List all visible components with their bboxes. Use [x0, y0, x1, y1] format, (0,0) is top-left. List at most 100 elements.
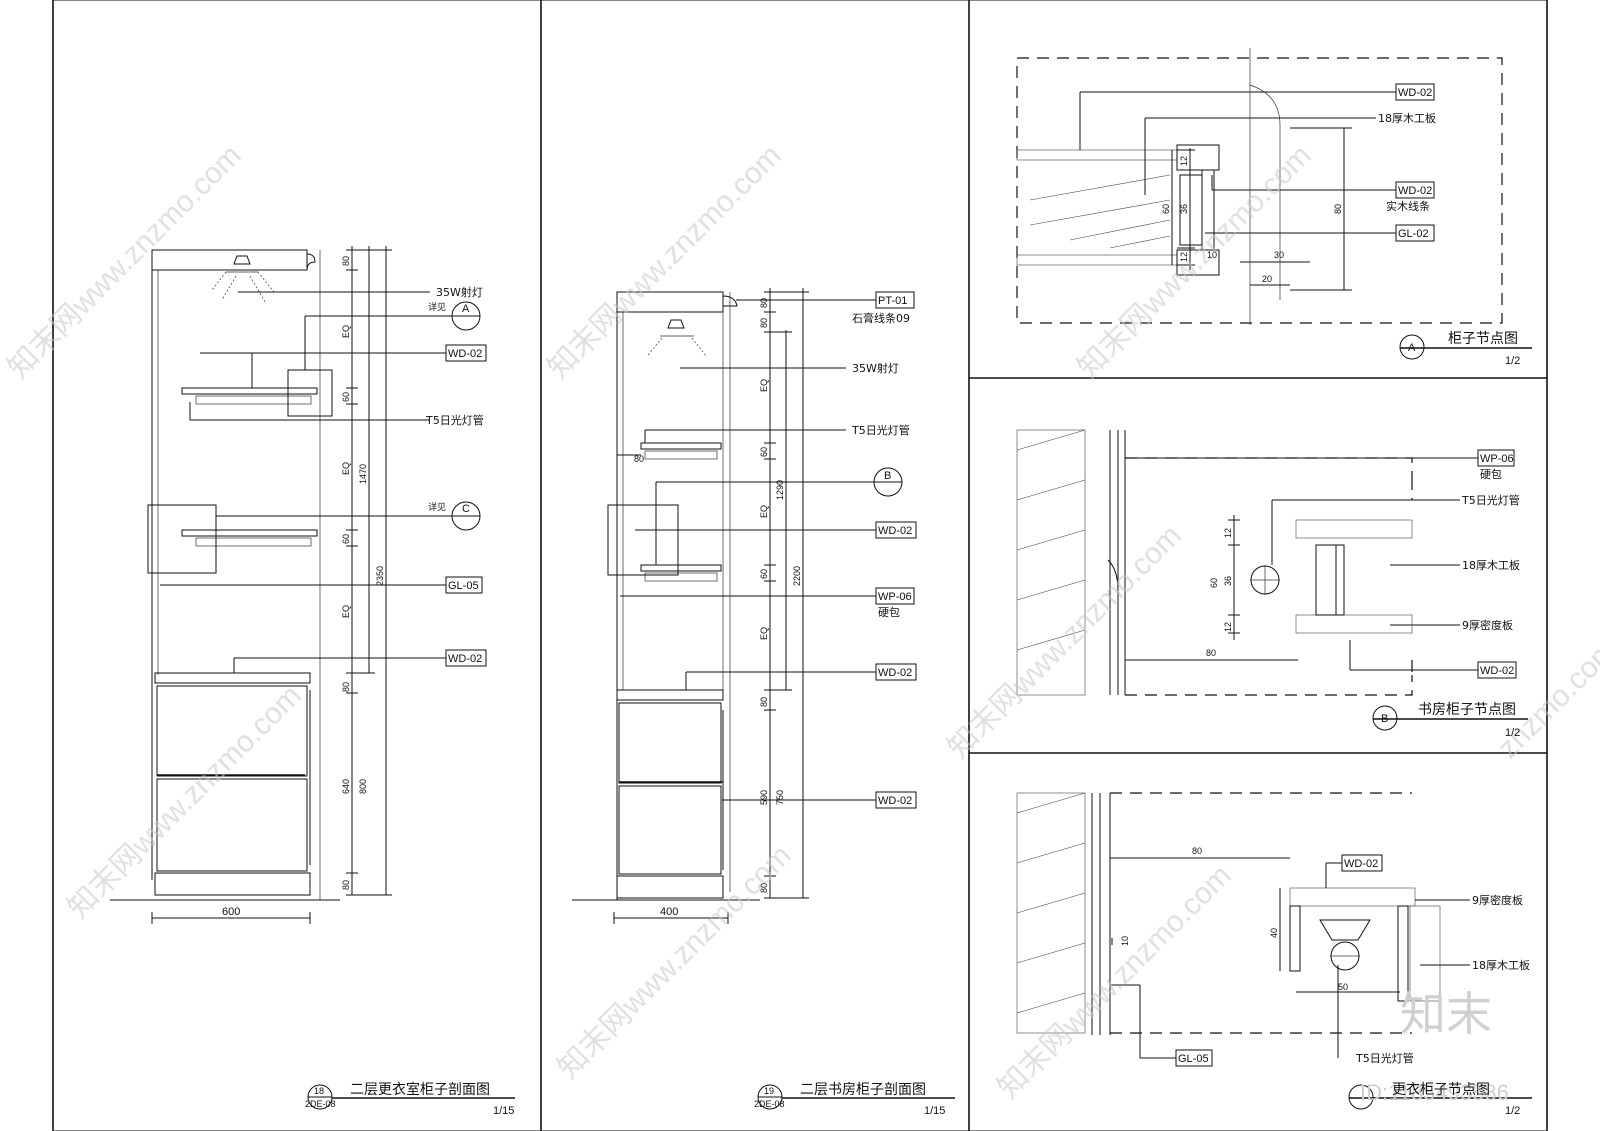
p2-dim: EQ	[759, 627, 769, 640]
db-label: 9厚密度板	[1462, 618, 1513, 632]
da-label: 18厚木工板	[1378, 111, 1436, 125]
watermark-logo: 知末	[1400, 987, 1492, 1041]
p2-label-light: 35W射灯	[852, 361, 899, 375]
p2-dim: EQ	[759, 505, 769, 518]
p2-dim: 80	[759, 697, 769, 707]
p1-dim: 80	[341, 256, 351, 266]
p2-scale: 1/15	[924, 1105, 945, 1117]
p2-dim: 750	[775, 790, 785, 805]
p1-sheet-num: 18	[314, 1086, 324, 1096]
db-title: 书房柜子节点图	[1418, 702, 1516, 718]
p1-label-t5: T5日光灯管	[425, 413, 484, 427]
p2-title: 二层书房柜子剖面图	[800, 1082, 926, 1098]
p1-tag-wd2: WD-02	[448, 653, 482, 665]
dc-dim: 50	[1338, 982, 1348, 992]
p2-dim: 60	[759, 569, 769, 579]
p1-dim: 80	[341, 880, 351, 890]
db-marker: B	[1381, 713, 1388, 725]
da-tag: WD-02	[1398, 87, 1432, 99]
p1-marker-c: C	[462, 503, 470, 515]
da-dim: 30	[1274, 250, 1284, 260]
dc-tag: WD-02	[1344, 858, 1378, 870]
da-title: 柜子节点图	[1448, 331, 1518, 347]
p1-dim: 640	[341, 779, 351, 794]
db-label: T5日光灯管	[1461, 493, 1520, 507]
dc-title: 更衣柜子节点图	[1392, 1082, 1490, 1098]
db-scale: 1/2	[1505, 727, 1520, 739]
p1-width-dim: 600	[222, 906, 240, 918]
da-dim: 12	[1179, 252, 1189, 262]
db-dim: 12	[1223, 528, 1233, 538]
p1-scale: 1/15	[493, 1105, 514, 1117]
dc-scale: 1/2	[1505, 1105, 1520, 1117]
panel-2-section	[572, 288, 955, 1110]
p2-dim: 1290	[775, 480, 785, 500]
da-dim: 80	[1333, 204, 1343, 214]
p2-dim: 80	[759, 883, 769, 893]
da-dim: 36	[1179, 204, 1189, 214]
da-dim: 10	[1207, 250, 1217, 260]
p2-dim: 80	[634, 454, 644, 464]
p2-dim: 2200	[792, 566, 802, 586]
sheet-frame	[52, 0, 1548, 1131]
db-dim: 12	[1223, 622, 1233, 632]
da-label: 实木线条	[1386, 199, 1430, 213]
p2-tag-wd3: WD-02	[878, 795, 912, 807]
p1-tag-gl: GL-05	[448, 580, 479, 592]
p1-note-c: 详见	[428, 501, 446, 512]
p2-sheet-num: 19	[764, 1086, 774, 1096]
p2-width-dim: 400	[660, 906, 678, 918]
dc-label: 9厚密度板	[1472, 893, 1523, 907]
dc-label: T5日光灯管	[1355, 1051, 1414, 1065]
p1-dim: EQ	[341, 325, 351, 338]
p2-dim: 60	[759, 447, 769, 457]
p2-label-t5: T5日光灯管	[851, 423, 910, 437]
p1-label-light: 35W射灯	[436, 285, 483, 299]
p2-marker-b: B	[884, 470, 891, 482]
panel-1-section	[110, 246, 515, 1110]
p2-dim: 590	[759, 790, 769, 805]
p2-dim: 80	[759, 318, 769, 328]
p2-wp-sub: 硬包	[878, 606, 900, 619]
da-scale: 1/2	[1505, 355, 1520, 367]
db-dim: 80	[1206, 648, 1216, 658]
p2-tag-wd: WD-02	[878, 525, 912, 537]
da-marker: A	[1408, 342, 1416, 354]
watermark-id: ID:1185493586	[1360, 1080, 1509, 1105]
p2-sheet-ref: 2DE-08	[754, 1099, 785, 1109]
p1-title: 二层更衣室柜子剖面图	[350, 1081, 490, 1098]
detail-a	[1016, 48, 1532, 360]
p1-dim: 800	[358, 779, 368, 794]
da-dim: 60	[1161, 204, 1171, 214]
dc-dim: 40	[1269, 928, 1279, 938]
p2-pt-sub: 石膏线条09	[852, 311, 910, 325]
p1-dim: 60	[341, 534, 351, 544]
dc-tag: GL-05	[1178, 1053, 1209, 1065]
db-label: 18厚木工板	[1462, 558, 1520, 572]
p2-dim: EQ	[759, 379, 769, 392]
dc-dim: 10	[1120, 936, 1130, 946]
db-dim: 36	[1223, 576, 1233, 586]
p2-tag-wd2: WD-02	[878, 667, 912, 679]
detail-b	[1016, 429, 1528, 731]
db-dim: 60	[1209, 578, 1219, 588]
da-tag: WD-02	[1398, 185, 1432, 197]
p1-sheet-ref: 2DE-08	[305, 1099, 336, 1109]
p1-marker-a: A	[462, 303, 470, 315]
da-dim: 20	[1262, 274, 1272, 284]
db-label: 硬包	[1480, 468, 1502, 481]
p2-tag-pt: PT-01	[878, 295, 907, 307]
p1-dim: EQ	[341, 462, 351, 475]
p1-note-a: 详见	[428, 301, 446, 312]
p1-dim: 2350	[375, 566, 385, 586]
da-tag: GL-02	[1398, 228, 1429, 240]
p1-dim: 60	[341, 392, 351, 402]
detail-c	[1016, 792, 1532, 1110]
p1-dim: 1470	[358, 464, 368, 484]
p2-tag-wp: WP-06	[878, 591, 912, 603]
db-tag: WD-02	[1480, 665, 1514, 677]
p1-dim: EQ	[341, 605, 351, 618]
p1-dim: 80	[341, 682, 351, 692]
